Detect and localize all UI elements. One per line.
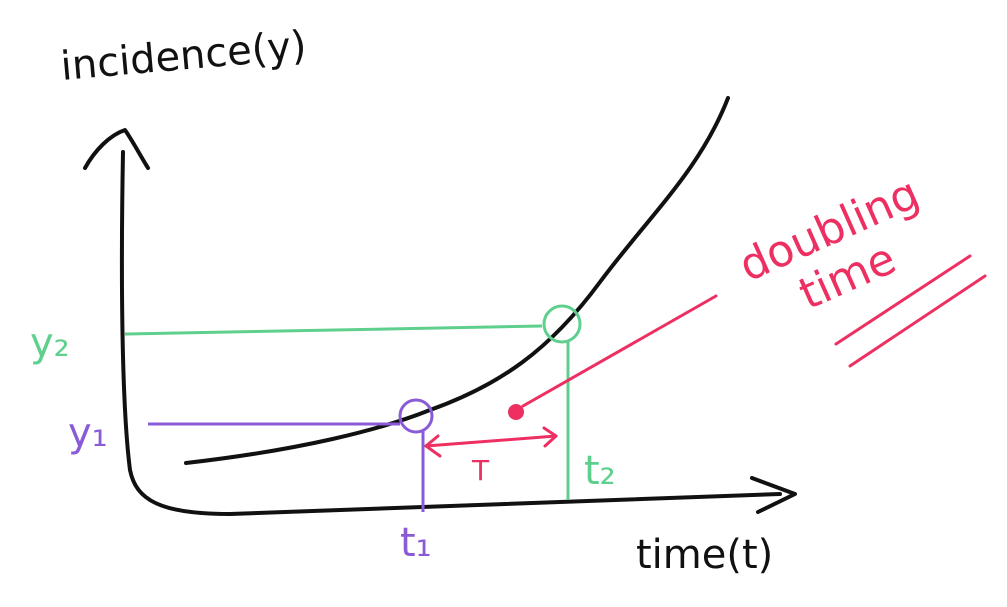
- y2-label: y₂: [30, 320, 70, 366]
- y-axis-label: incidence(y): [59, 23, 308, 90]
- point-1-marker: [398, 398, 434, 434]
- interval-arrow-shaft: [424, 434, 558, 448]
- callout-anchor-dot: [508, 404, 524, 420]
- axes: [83, 128, 797, 516]
- x-axis-arrowhead: [750, 476, 797, 514]
- callout-underline-1: [834, 254, 972, 346]
- y-axis-line: [119, 150, 782, 516]
- interval-arrowhead-left: [424, 434, 442, 458]
- point-1-guides: [148, 398, 434, 512]
- doubling-interval: [424, 254, 987, 458]
- x-axis-label: time(t): [636, 532, 773, 578]
- t1-label: t₁: [400, 520, 432, 566]
- point-2-guides: [124, 304, 582, 500]
- y2-horizontal-guide: [124, 324, 543, 336]
- t2-label: t₂: [584, 448, 616, 494]
- interval-arrowhead-right: [542, 426, 558, 448]
- y1-label: y₁: [68, 410, 108, 456]
- point-2-marker: [542, 304, 582, 344]
- interval-label: T: [471, 454, 490, 487]
- callout-leader-line: [521, 294, 718, 408]
- callout-underline-2: [848, 274, 987, 368]
- y-axis-arrowhead: [83, 128, 150, 170]
- exponential-curve: [184, 96, 730, 465]
